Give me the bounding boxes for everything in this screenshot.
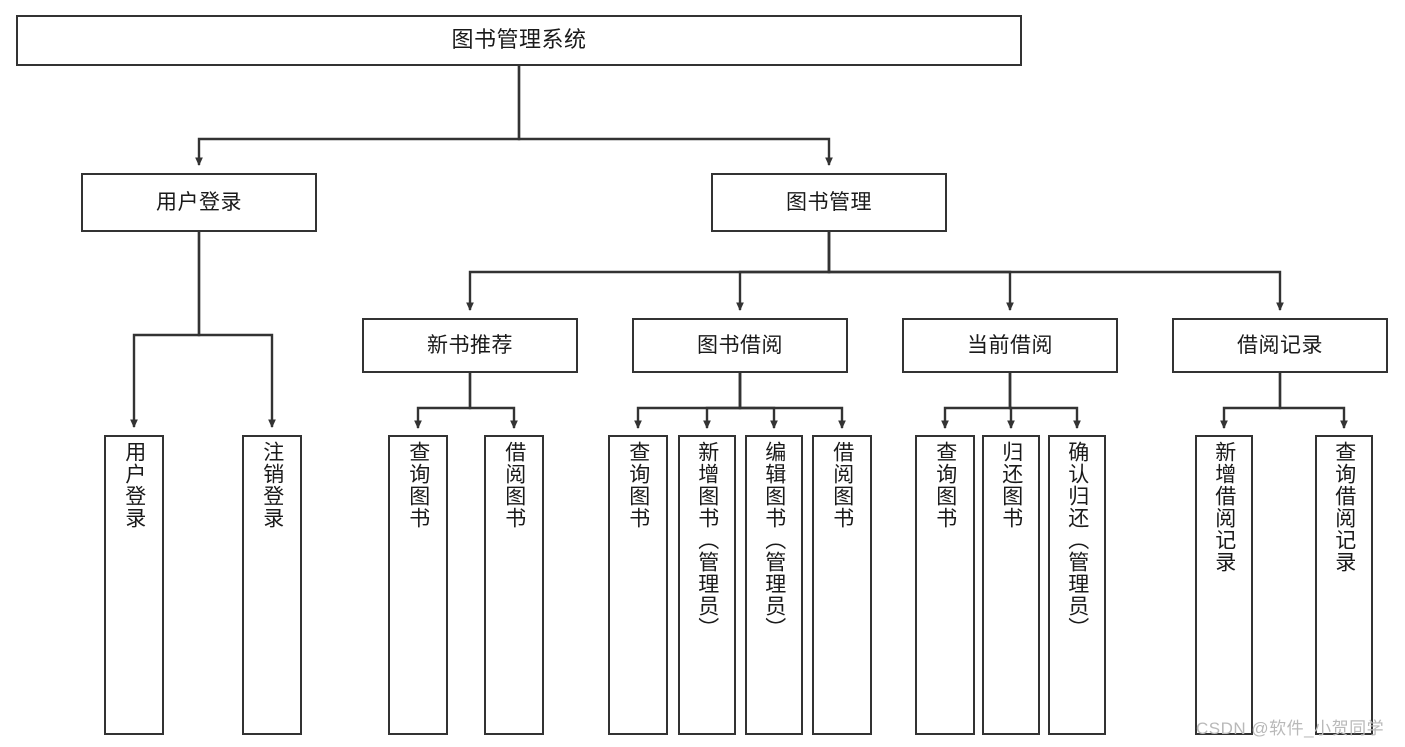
node-l-logout[interactable]: 注销登录 [242, 435, 302, 735]
node-label-l-queryb1: 查询图书 [406, 441, 430, 529]
node-label-l-return: 归还图书 [999, 441, 1023, 529]
node-l-editbook[interactable]: 编辑图书（管理员） [745, 435, 803, 735]
node-l-return[interactable]: 归还图书 [982, 435, 1040, 735]
connector-n-newrec-to-l-borrowb1 [468, 373, 518, 430]
node-n-borrow[interactable]: 图书借阅 [632, 318, 848, 373]
node-n-bookmgmt[interactable]: 图书管理 [711, 173, 947, 232]
node-root[interactable]: 图书管理系统 [16, 15, 1022, 66]
connector-n-borrow-to-l-borrowb2 [738, 373, 846, 430]
connector-n-login-to-l-userlogin [130, 232, 201, 429]
connector-n-history-to-l-addrec [1220, 373, 1282, 430]
connector-n-newrec-to-l-queryb1 [414, 373, 472, 430]
node-label-n-borrow: 图书借阅 [697, 333, 783, 357]
node-label-n-login: 用户登录 [156, 190, 242, 214]
node-n-history[interactable]: 借阅记录 [1172, 318, 1388, 373]
node-label-n-newrec: 新书推荐 [427, 333, 513, 357]
node-label-n-history: 借阅记录 [1237, 333, 1323, 357]
node-l-queryb1[interactable]: 查询图书 [388, 435, 448, 735]
node-l-userlogin[interactable]: 用户登录 [104, 435, 164, 735]
node-label-n-current: 当前借阅 [967, 333, 1053, 357]
connector-n-borrow-to-l-queryb2 [634, 373, 742, 430]
node-l-addrec[interactable]: 新增借阅记录 [1195, 435, 1253, 735]
node-label-l-queryrec: 查询借阅记录 [1332, 441, 1356, 573]
connector-n-bookmgmt-to-n-history [827, 232, 1284, 312]
node-label-l-addbook: 新增图书（管理员） [695, 441, 719, 639]
node-label-n-bookmgmt: 图书管理 [786, 190, 872, 214]
connector-n-borrow-to-l-addbook [703, 373, 742, 430]
node-label-l-logout: 注销登录 [260, 441, 284, 529]
connector-n-bookmgmt-to-n-borrow [736, 232, 831, 312]
node-label-l-queryb3: 查询图书 [933, 441, 957, 529]
connector-root-to-n-login [195, 66, 521, 167]
node-label-l-confirm: 确认归还（管理员） [1065, 441, 1089, 639]
node-label-l-borrowb1: 借阅图书 [502, 441, 526, 529]
connector-n-current-to-l-queryb3 [941, 373, 1012, 430]
node-n-newrec[interactable]: 新书推荐 [362, 318, 578, 373]
node-l-borrowb2[interactable]: 借阅图书 [812, 435, 872, 735]
node-l-queryb3[interactable]: 查询图书 [915, 435, 975, 735]
connector-n-history-to-l-queryrec [1278, 373, 1348, 430]
node-label-l-queryb2: 查询图书 [626, 441, 650, 529]
connector-root-to-n-bookmgmt [517, 66, 833, 167]
node-label-root: 图书管理系统 [451, 27, 587, 53]
node-l-confirm[interactable]: 确认归还（管理员） [1048, 435, 1106, 735]
node-label-l-addrec: 新增借阅记录 [1212, 441, 1236, 573]
node-l-queryb2[interactable]: 查询图书 [608, 435, 668, 735]
node-label-l-editbook: 编辑图书（管理员） [762, 441, 786, 639]
connector-n-login-to-l-logout [197, 232, 276, 429]
node-label-l-borrowb2: 借阅图书 [830, 441, 854, 529]
node-label-l-userlogin: 用户登录 [122, 441, 146, 529]
node-l-queryrec[interactable]: 查询借阅记录 [1315, 435, 1373, 735]
node-l-addbook[interactable]: 新增图书（管理员） [678, 435, 736, 735]
node-l-borrowb1[interactable]: 借阅图书 [484, 435, 544, 735]
node-n-current[interactable]: 当前借阅 [902, 318, 1118, 373]
node-n-login[interactable]: 用户登录 [81, 173, 317, 232]
connector-n-borrow-to-l-editbook [738, 373, 778, 430]
connector-n-current-to-l-confirm [1008, 373, 1081, 430]
